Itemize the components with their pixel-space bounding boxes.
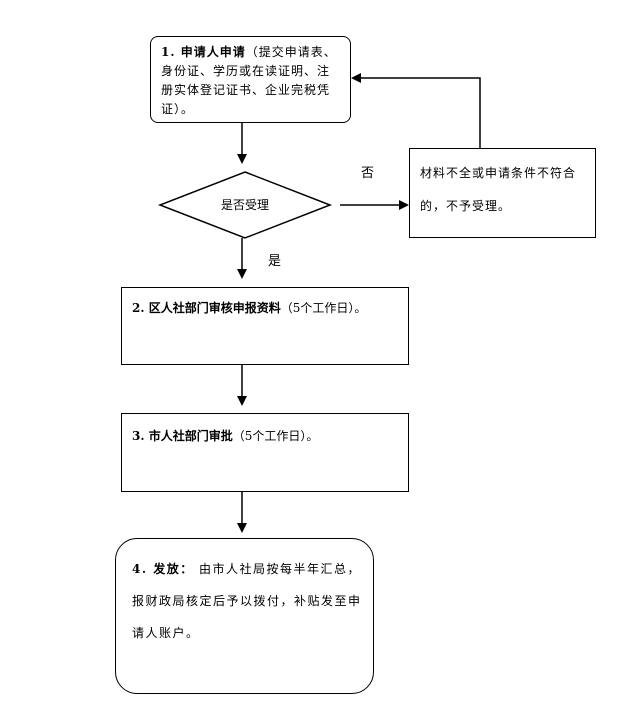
branch-yes-label: 是 [268,254,282,269]
branch-no-label: 否 [361,166,375,181]
step3-approve-box: 3. 市人社部门审批（5个工作日）。 [121,413,409,492]
step4-payout-box: 4. 发放： 由市人社局按每半年汇总，报财政局核定后予以拨付，补贴发至申请人账户… [115,538,374,694]
step1-title: 1. 申请人申请 [161,45,246,59]
decision-diamond [157,171,333,239]
step1-apply-box: 1. 申请人申请（提交申请表、身份证、学历或在读证明、注册实体登记证书、企业完税… [150,36,351,123]
step2-text: （5个工作日）。 [280,301,367,315]
step4-text: 由市人社局按每半年汇总，报财政局核定后予以拨付，补贴发至申请人账户。 [132,562,362,640]
decision-label: 是否受理 [220,198,269,212]
step1-text: （提交申请表、身份证、学历或在读证明、注册实体登记证书、企业完税凭证）。 [161,45,337,116]
reject-box: 材料不全或申请条件不符合的，不予受理。 [409,148,596,238]
reject-text: 材料不全或申请条件不符合的，不予受理。 [420,166,577,213]
step2-title: 2. 区人社部门审核申报资料 [132,301,281,315]
step3-text: （5个工作日）。 [232,429,319,443]
arrow-reject-to-step1 [351,73,481,148]
step2-review-box: 2. 区人社部门审核申报资料（5个工作日）。 [121,287,409,365]
step4-title: 4. 发放： [132,562,194,576]
step3-title: 3. 市人社部门审批 [132,429,233,443]
